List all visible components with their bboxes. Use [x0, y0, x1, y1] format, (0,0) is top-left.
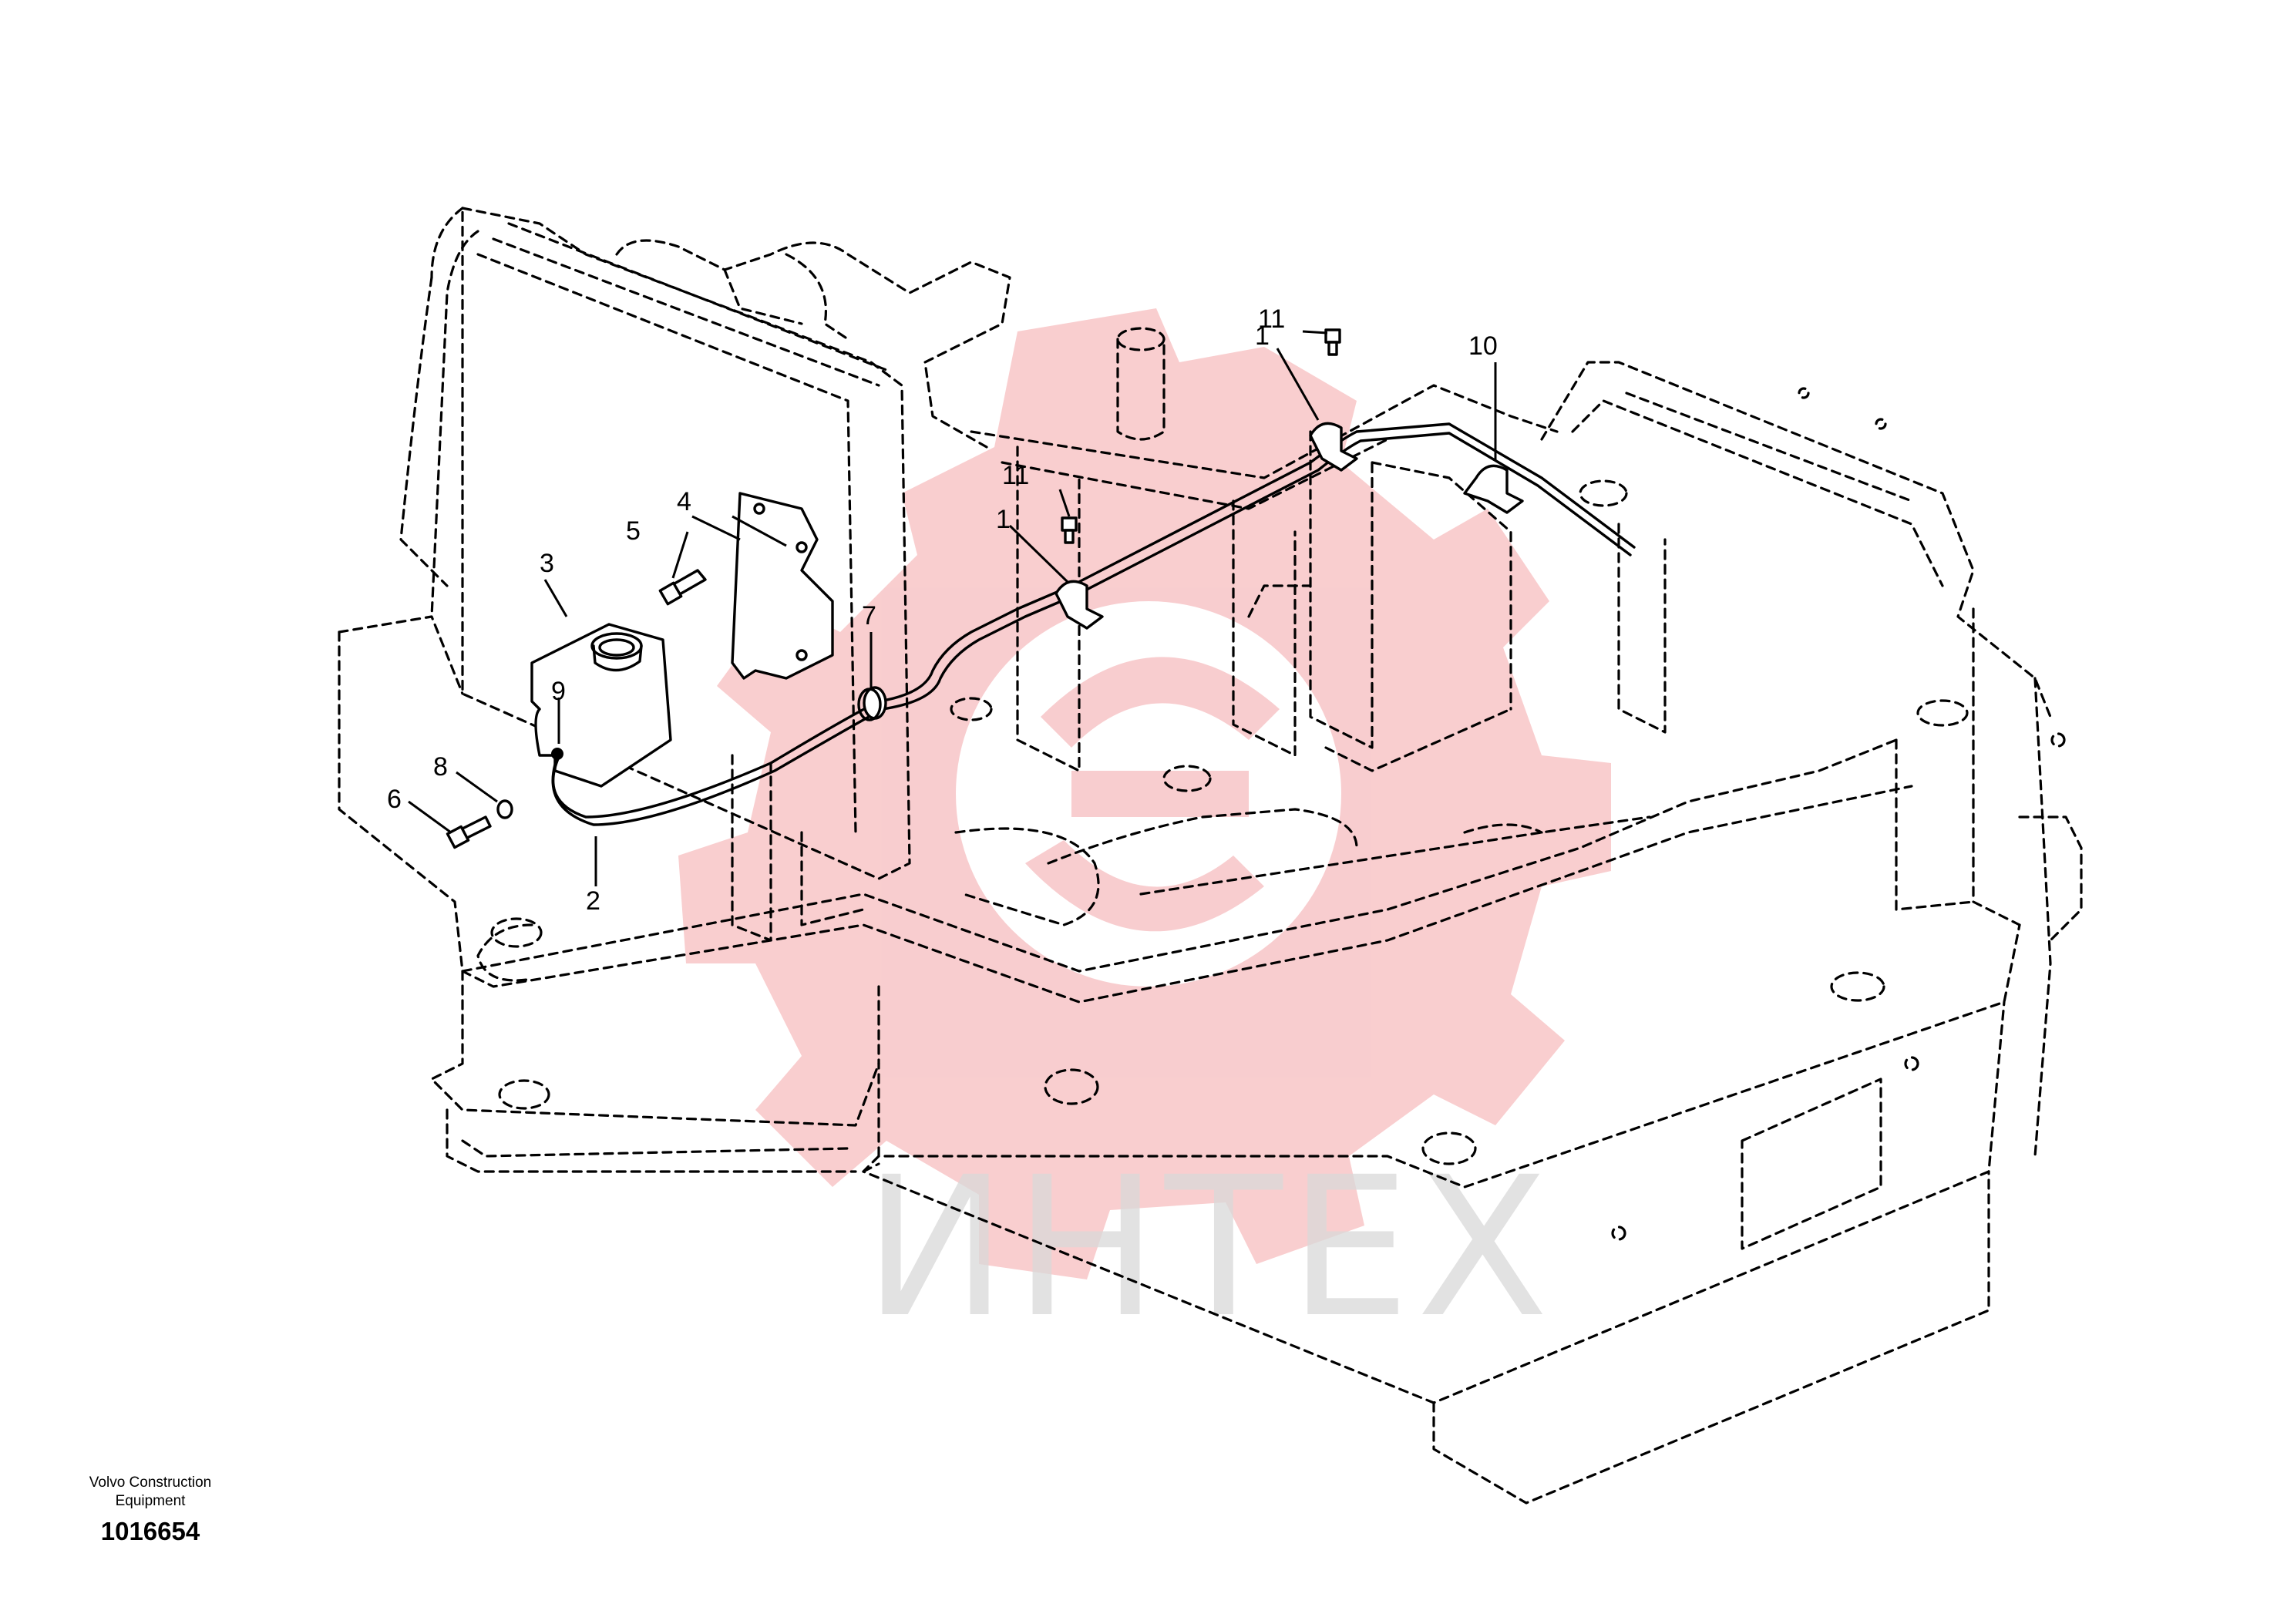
- callout-1b: 1: [1255, 321, 1270, 351]
- bolt-6: [446, 815, 492, 849]
- fitting-9: [551, 748, 563, 760]
- brand-line-2: Equipment: [115, 1493, 186, 1509]
- bolt-11a: [1061, 516, 1078, 544]
- callout-10: 10: [1468, 331, 1498, 361]
- gear-logo-icon: [678, 308, 1611, 1279]
- callout-8: 8: [433, 752, 448, 782]
- grommet-7: [857, 686, 887, 721]
- clamp-1a: [1054, 580, 1104, 630]
- callout-9: 9: [551, 677, 566, 706]
- callout-6: 6: [387, 785, 402, 814]
- callout-labels: 3 5 4 7 9 8 6 2 1 11 1 11 10: [387, 304, 1498, 916]
- callout-4: 4: [677, 487, 691, 516]
- callout-11a: 11: [1002, 461, 1029, 490]
- callout-3: 3: [540, 549, 554, 578]
- reservoir-tank: [530, 623, 672, 788]
- callout-2: 2: [586, 886, 600, 916]
- machine-frame-outline: [338, 207, 2083, 1505]
- callout-1a: 1: [996, 505, 1011, 534]
- mounting-bracket: [731, 492, 834, 680]
- brand-line-1: Volvo Construction: [89, 1474, 212, 1491]
- watermark-text: ИНТЕХ: [863, 1135, 1555, 1360]
- callout-5: 5: [626, 516, 641, 546]
- document-number: 1016654: [100, 1517, 200, 1545]
- clamp-1b: [1309, 422, 1358, 472]
- bolt-5: [658, 569, 707, 606]
- brand-label: Volvo Construction Equipment: [62, 1474, 239, 1511]
- clamp-10: [1463, 464, 1524, 514]
- callout-11b: 11: [1258, 304, 1285, 334]
- callout-7: 7: [862, 601, 876, 630]
- bolt-11b: [1324, 328, 1341, 356]
- washer-8: [496, 799, 513, 819]
- leader-lines: [408, 330, 1497, 886]
